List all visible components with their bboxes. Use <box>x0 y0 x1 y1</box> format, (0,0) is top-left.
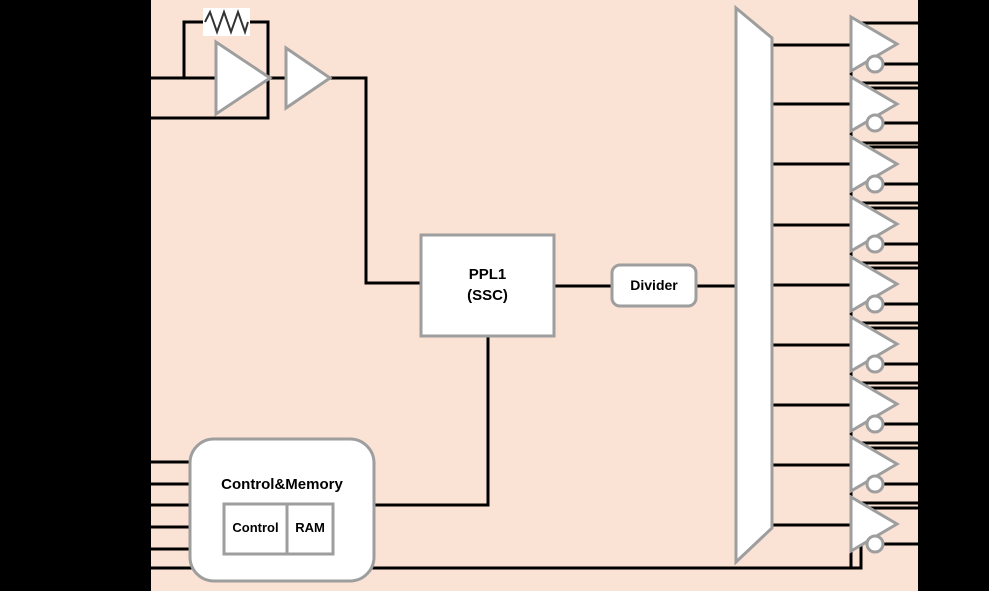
amplifier-triangle-icon-2 <box>284 45 333 111</box>
resistor-icon <box>203 8 250 36</box>
divider-label: Divider <box>630 277 678 293</box>
inverting-bubble-icon-8 <box>865 474 885 494</box>
fanout-buffer-icon <box>734 4 774 566</box>
inverting-bubble-icon-5 <box>865 294 885 314</box>
amplifier-triangle-icon-1 <box>214 39 273 117</box>
inverting-bubble-icon-6 <box>865 354 885 374</box>
divider-block[interactable] <box>610 263 698 308</box>
control-sub-label: Control <box>232 520 279 535</box>
inverting-bubble-icon-4 <box>865 234 885 254</box>
ram-subblock[interactable] <box>285 502 335 556</box>
control-memory-title: Control&Memory <box>221 476 343 493</box>
pll-block[interactable] <box>419 233 556 338</box>
ram-sub-label: RAM <box>295 520 325 535</box>
pll-label-line2: (SSC) <box>467 287 508 304</box>
pll-label-line1: PPL1 <box>468 266 507 283</box>
inverting-bubble-icon-9 <box>865 534 885 554</box>
pll-label: PPL1 (SSC) <box>421 264 554 306</box>
inverting-bubble-icon-7 <box>865 414 885 434</box>
inverting-bubble-icon-3 <box>865 174 885 194</box>
inverting-bubble-icon-2 <box>865 113 885 133</box>
inverting-bubble-icon-1 <box>865 54 885 74</box>
